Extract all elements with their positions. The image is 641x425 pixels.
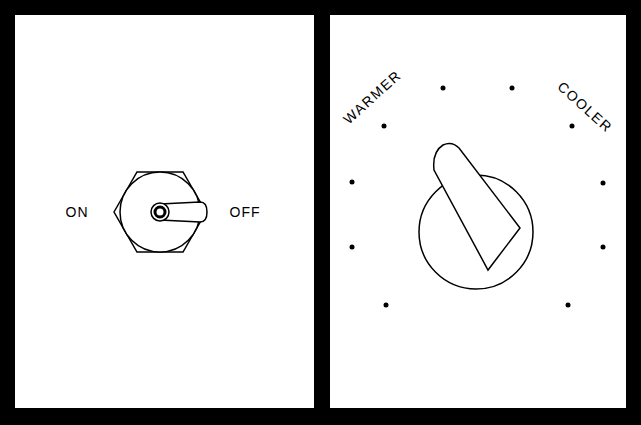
dial-label: COOLER (555, 79, 615, 135)
switch-label: ON (66, 205, 89, 219)
dial-panel-area: WARMER COOLER (330, 15, 626, 408)
switch-panel-area: ON OFF (15, 15, 314, 408)
dial-panel (330, 15, 626, 408)
switch-label: OFF (230, 205, 261, 219)
toggle-switch (114, 172, 207, 252)
dial-dots (350, 86, 606, 308)
dial-label: WARMER (340, 68, 403, 127)
switch-panel (15, 15, 314, 408)
dial-knob (419, 144, 533, 289)
